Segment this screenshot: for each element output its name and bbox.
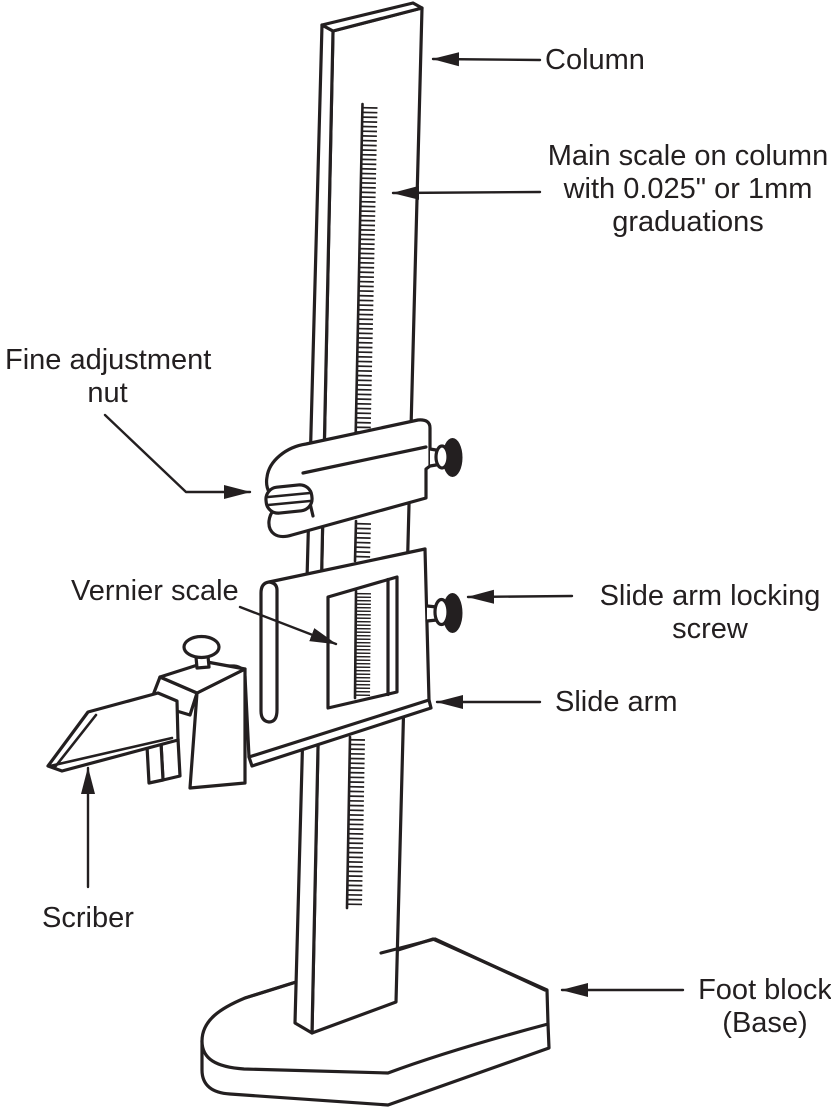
base-back-edge-left	[243, 981, 295, 1000]
label-foot-block-line1: Foot block	[698, 974, 831, 1006]
label-fine-adjustment-nut: Fine adjustment nut	[5, 344, 212, 410]
label-fine-adjustment-line2: nut	[87, 377, 128, 409]
bracket-clamp-knob[interactable]	[442, 438, 463, 477]
label-main-scale-line2: with 0.025" or 1mm	[563, 173, 813, 205]
main-scale-line-lower	[345, 735, 352, 910]
leader-locking-screw	[466, 589, 574, 604]
fine-adjustment-nut-discs[interactable]	[264, 483, 314, 515]
label-slide-arm: Slide arm	[555, 686, 678, 718]
main-scale-ticks	[345, 102, 378, 910]
bracket-clamp-knob-face	[434, 444, 450, 470]
slide-arm-slot	[259, 580, 279, 724]
scriber-assembly	[46, 634, 247, 790]
slide-arm-bottom-thickness	[247, 698, 433, 768]
scriber-thumbscrew[interactable]	[182, 634, 221, 660]
leader-column	[431, 52, 542, 67]
label-column: Column	[545, 44, 645, 76]
leader-vernier-scale	[238, 605, 338, 646]
label-fine-adjustment-line1: Fine adjustment	[5, 344, 212, 376]
label-slide-arm-locking-screw: Slide arm locking screw	[592, 580, 828, 646]
slide-arm-right-edge	[423, 547, 431, 702]
main-scale-comb-mid	[355, 522, 371, 561]
leader-fine-adjustment	[103, 413, 252, 499]
label-main-scale-line1: Main scale on column	[547, 140, 829, 172]
blade-bottom-crease	[48, 736, 174, 768]
label-main-scale-line3: graduations	[612, 206, 764, 238]
slide-arm-drawing[interactable]	[219, 547, 463, 768]
label-locking-screw-line1: Slide arm locking	[599, 580, 821, 612]
leader-lines	[81, 52, 685, 997]
vernier-scale-line	[353, 589, 358, 700]
label-scriber: Scriber	[42, 902, 134, 934]
nut-disc-line-2	[266, 499, 312, 507]
label-locking-screw-line2: screw	[672, 613, 748, 645]
label-foot-block-line2: (Base)	[722, 1007, 808, 1039]
main-scale-line-mid	[353, 519, 358, 563]
label-main-scale: Main scale on column with 0.025" or 1mm …	[538, 140, 831, 239]
label-vernier-scale: Vernier scale	[71, 575, 239, 607]
scriber-blade[interactable]	[46, 691, 180, 773]
label-foot-block: Foot block (Base)	[692, 974, 831, 1040]
blade-bevel-crease	[53, 713, 98, 769]
leader-main-scale	[391, 185, 542, 200]
fine-adjustment-bracket	[264, 418, 463, 539]
base-back-edge-right	[379, 937, 547, 992]
clamp-top-face	[158, 660, 247, 695]
nut-disc-line-1	[266, 491, 312, 499]
slide-arm-top-edge	[267, 547, 427, 584]
column-drawing	[243, 1, 547, 1035]
slide-arm-locking-knob-face	[433, 597, 450, 627]
main-scale-comb-upper	[355, 106, 378, 441]
bracket-inner-edge	[301, 445, 428, 475]
column-top-face	[320, 1, 424, 33]
